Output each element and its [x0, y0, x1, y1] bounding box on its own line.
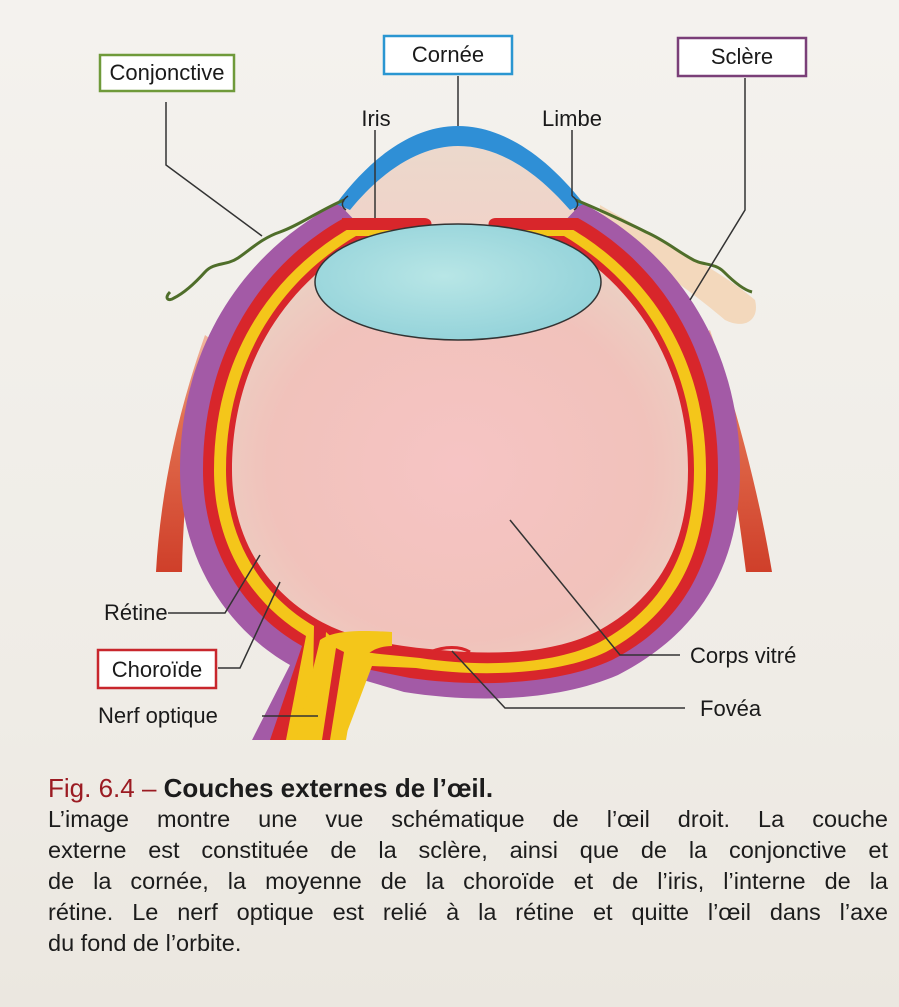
label-limbe: Limbe — [542, 106, 602, 131]
caption-line: L’image montre une vue schématique de l’… — [48, 804, 888, 835]
leader-conjonctive — [166, 102, 262, 236]
lens — [315, 224, 601, 340]
label-conjonctive: Conjonctive — [110, 60, 225, 85]
label-iris: Iris — [361, 106, 390, 131]
figure-title-text: Couches externes de l’œil. — [164, 773, 493, 803]
label-nerf-optique: Nerf optique — [98, 703, 218, 728]
caption-line: externe est constituée de la sclère, ain… — [48, 835, 888, 866]
figure-caption: Fig. 6.4 – Couches externes de l’œil. L’… — [48, 772, 888, 959]
caption-line: de la cornée, la moyenne de la choroïde … — [48, 866, 888, 897]
caption-line: du fond de l’orbite. — [48, 928, 888, 959]
figure-separator: – — [142, 773, 156, 803]
label-sclere: Sclère — [711, 44, 773, 69]
label-retine: Rétine — [104, 600, 168, 625]
eye-diagram: Conjonctive Cornée Sclère Iris Limbe Rét… — [0, 0, 899, 760]
caption-line: rétine. Le nerf optique est relié à la r… — [48, 897, 888, 928]
label-cornee: Cornée — [412, 42, 484, 67]
figure-number: Fig. 6.4 — [48, 773, 135, 803]
label-choroide: Choroïde — [112, 657, 203, 682]
label-fovea: Fovéa — [700, 696, 762, 721]
figure-title: Fig. 6.4 – Couches externes de l’œil. — [48, 772, 888, 804]
label-corps-vitre: Corps vitré — [690, 643, 796, 668]
